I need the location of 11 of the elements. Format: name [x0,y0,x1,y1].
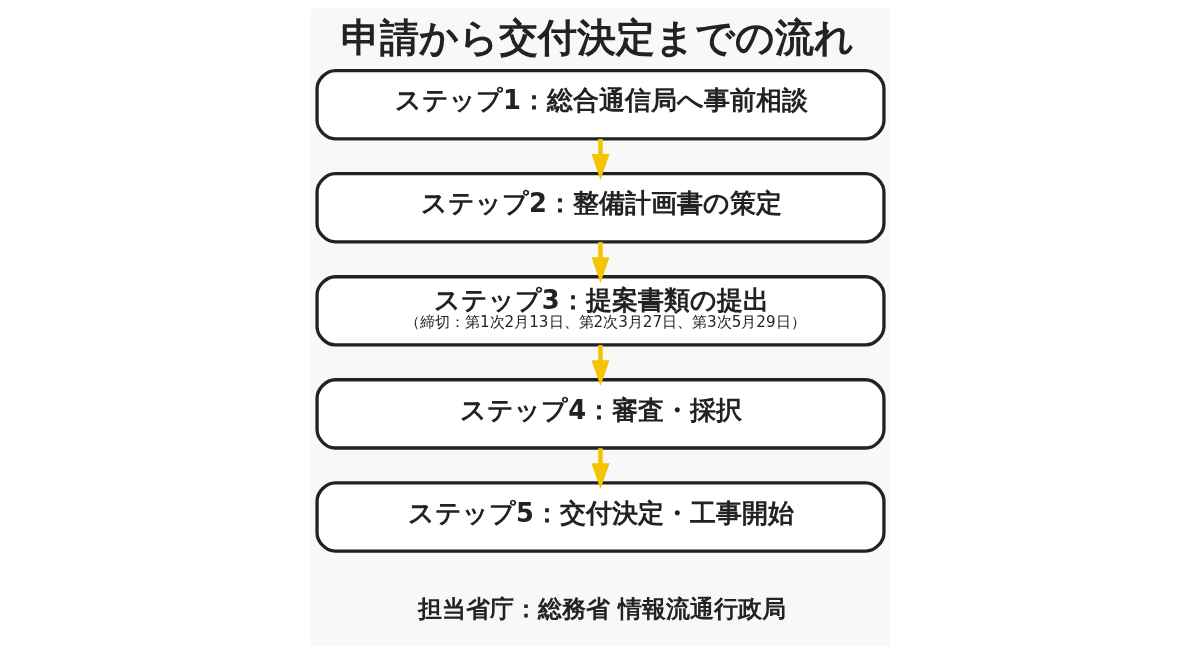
diagram-title: 申請から交付決定までの流れ [340,13,854,60]
arrow [590,448,610,490]
node-box: ステップ3：提案書類の提出 （締切：第1次2月13日、第2次3月27日、第3次5月29日） [314,275,886,347]
node-box: ステップ4：審査・採択 [314,378,886,450]
arrow [590,138,610,180]
arrow [590,242,610,283]
label: 担当省庁：総務省 情報流通行政局 [417,594,786,624]
node-box: ステップ5：交付決定・工事開始 [314,481,886,553]
node-box: ステップ1：総合通信局へ事前相談 [314,68,886,141]
node-box: ステップ2：整備計画書の策定 [314,172,886,244]
arrow [590,345,610,387]
